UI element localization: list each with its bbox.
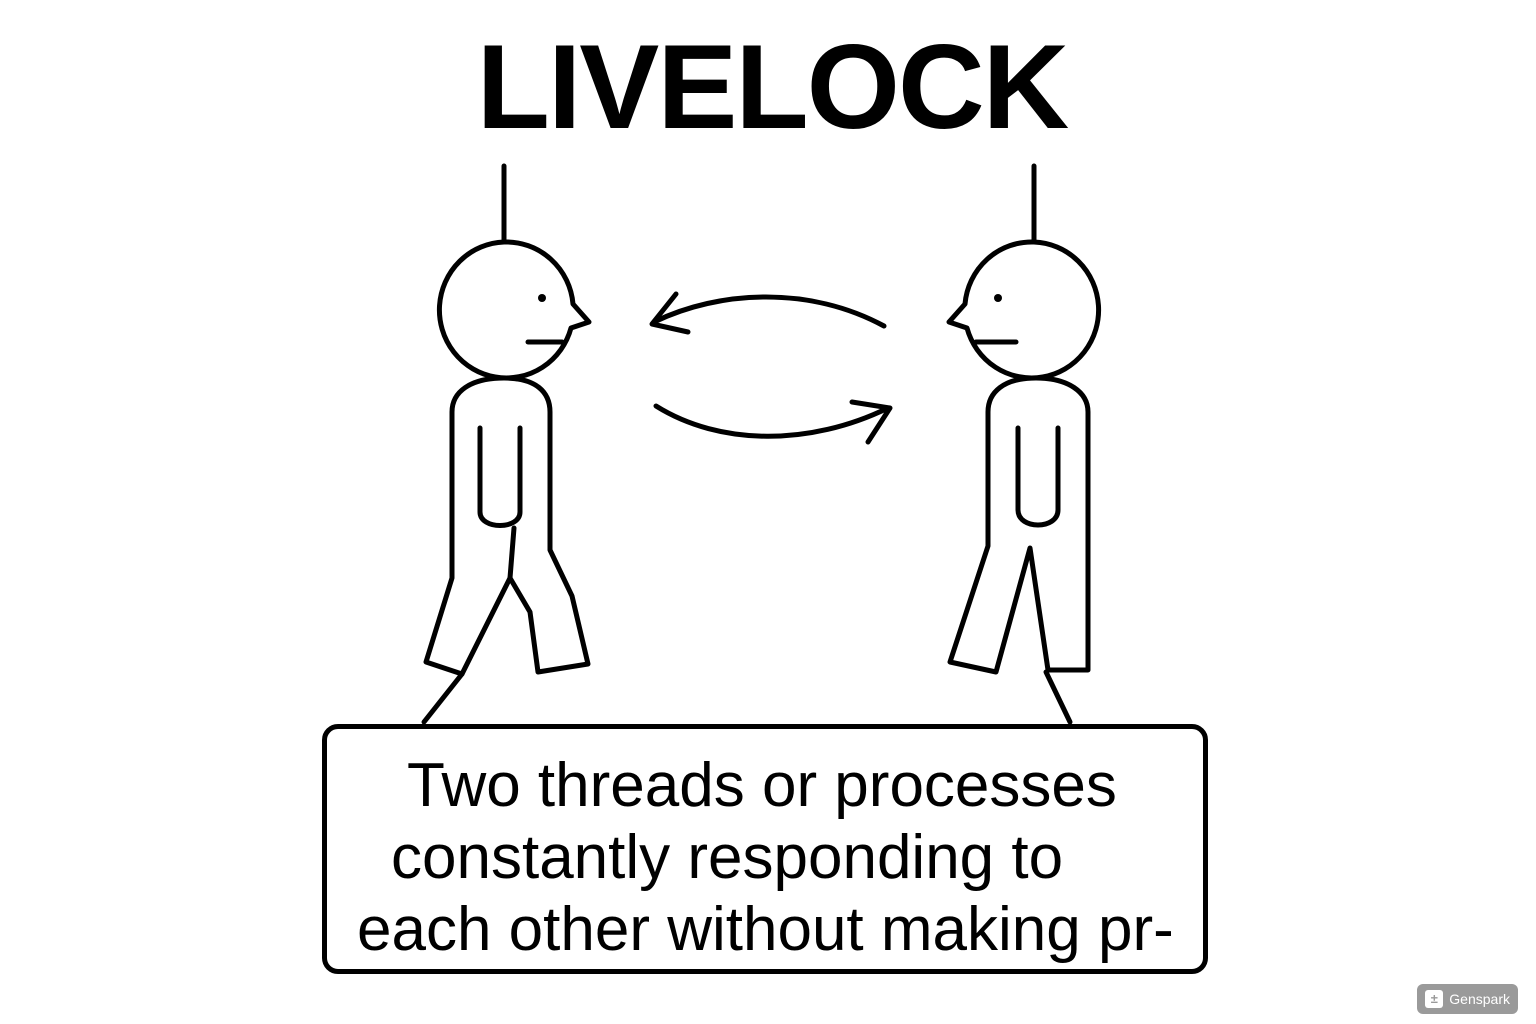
right-figure-arm bbox=[1015, 425, 1061, 528]
arrow-to-right-head bbox=[849, 399, 893, 445]
genspark-watermark: ± Genspark bbox=[1417, 984, 1518, 1014]
arrow-to-right bbox=[653, 403, 891, 439]
diagram-title: LIVELOCK bbox=[476, 20, 1070, 154]
arrow-to-left-head bbox=[649, 291, 691, 335]
left-figure-inner-leg bbox=[507, 525, 517, 581]
arrow-to-left bbox=[651, 294, 887, 329]
left-stick-figure bbox=[421, 163, 592, 725]
right-stick-figure bbox=[946, 163, 1102, 725]
watermark-label: Genspark bbox=[1449, 991, 1510, 1007]
left-figure-eye bbox=[538, 294, 546, 302]
right-figure-head bbox=[946, 239, 1102, 381]
exchange-arrows bbox=[649, 291, 893, 445]
caption-line-1: Two threads or processes bbox=[407, 751, 1117, 820]
right-figure-eye bbox=[994, 294, 1002, 302]
right-figure-ground-line bbox=[1043, 669, 1073, 725]
genspark-logo-icon: ± bbox=[1425, 990, 1444, 1008]
left-figure-arm bbox=[477, 425, 523, 528]
left-figure-torso bbox=[423, 375, 591, 677]
right-figure-torso bbox=[947, 375, 1091, 675]
caption-box: Two threads or processes constantly resp… bbox=[322, 724, 1208, 974]
left-figure-head bbox=[436, 239, 592, 381]
caption-line-3: each other without making pr- bbox=[357, 895, 1174, 964]
caption-line-2: constantly responding to bbox=[391, 823, 1064, 892]
left-figure-ground-line bbox=[421, 671, 465, 725]
